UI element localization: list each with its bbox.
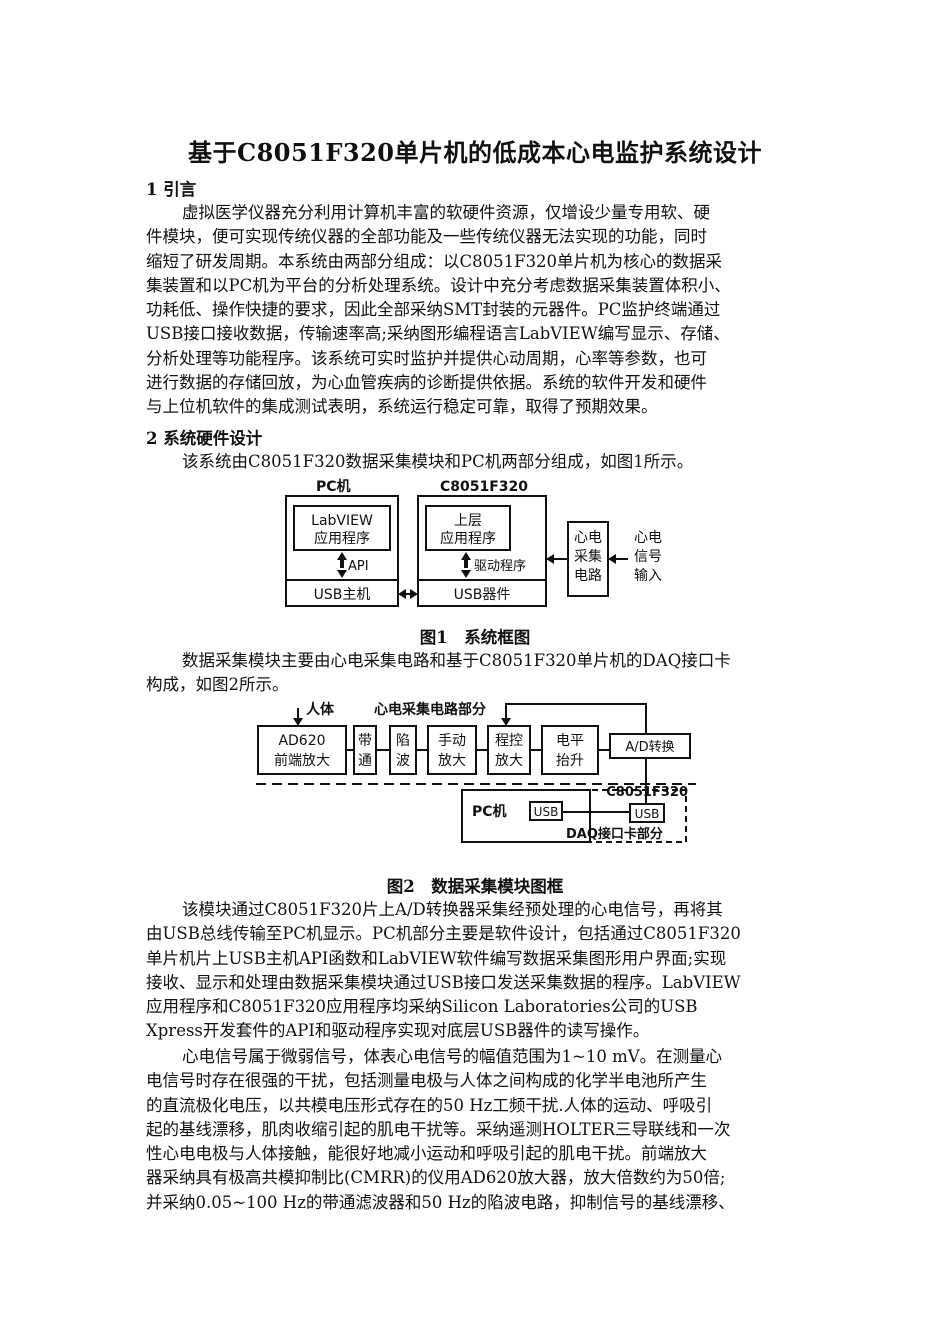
- circuit-part-label: 心电采集电路部分: [374, 701, 486, 718]
- manual-amp-label-2: 放大: [438, 753, 466, 769]
- usb-host-label: USB主机: [314, 587, 371, 603]
- prog-amp-label-2: 放大: [495, 753, 523, 769]
- usb-device-label: USB器件: [454, 587, 511, 603]
- text-line: 集装置和以PC机为平台的分析处理系统。设计中充分考虑数据采集装置体积小、: [146, 275, 731, 295]
- text-line: 功耗低、操作快捷的要求，因此全部采纳SMT封装的元器件。PC监护终端通过: [146, 300, 721, 320]
- text-line: 心电信号属于微弱信号，体表心电信号的幅值范围为1~10 mV。在测量心: [182, 1047, 723, 1066]
- text-line: 单片机片上USB主机API函数和LabVIEW软件编写数据采集图形用户界面;实现: [146, 948, 727, 968]
- figure-2-caption: 图2 数据采集模块图框: [386, 877, 564, 896]
- text-line: 器采纳具有极高共模抑制比(CMRR)的仪用AD620放大器，放大倍数约为50倍;: [146, 1168, 726, 1188]
- level-up-label-2: 抬升: [556, 753, 584, 769]
- usb-right-label: USB: [635, 807, 660, 821]
- text-line: 构成，如图2所示。: [146, 675, 289, 695]
- pc-label: PC机: [316, 478, 351, 495]
- text-line: 进行数据的存储回放，为心血管疾病的诊断提供依据。系统的软件开发和硬件: [146, 373, 707, 393]
- api-label: API: [348, 559, 369, 574]
- pc-box: [285, 495, 399, 607]
- ecg-circuit-label-1: 心电: [574, 530, 602, 546]
- text-line: USB接口接收数据，传输速率高;采纳图形编程语言LabVIEW编写显示、存储、: [146, 324, 730, 344]
- text-line: 并采纳0.05~100 Hz的带通滤波器和50 Hz的陷波电路，抑制信号的基线漂…: [146, 1192, 735, 1212]
- text-line: 的直流极化电压，以共模电压形式存在的50 Hz工频干扰.人体的运动、呼吸引: [146, 1095, 713, 1115]
- manual-amp-label-1: 手动: [438, 733, 466, 749]
- text-line: 该模块通过C8051F320片上A/D转换器采集经预处理的心电信号，再将其: [182, 900, 723, 919]
- mcu-label: C8051F320: [606, 785, 688, 800]
- bandpass-label-2: 通: [358, 753, 372, 769]
- intro-paragraph: 虚拟医学仪器充分利用计算机丰富的软硬件资源，仅增设少量专用软、硬 件模块，便可实…: [146, 201, 806, 420]
- paper-title: 基于C8051F320单片机的低成本心电监护系统设计: [187, 138, 763, 167]
- text-line: Xpress开发套件的API和驱动程序实现对底层USB器件的读写操作。: [146, 1021, 650, 1041]
- figure-2-daq-block-diagram: 人体 心电采集电路部分 AD620 前端放大 带 通 陷 波 手动 放大 程控 …: [256, 701, 696, 843]
- labview-app-box: [293, 505, 391, 551]
- pc-label: PC机: [472, 803, 507, 820]
- ecg-circuit-label-3: 电路: [574, 568, 602, 584]
- labview-app-label-1: LabVIEW: [311, 513, 373, 529]
- level-up-label-1: 电平: [556, 733, 584, 749]
- driver-label: 驱动程序: [474, 559, 526, 574]
- section-heading-intro: 1 引言: [146, 180, 197, 199]
- notch-label-1: 陷: [396, 733, 410, 749]
- text-line: 分析处理等功能程序。该系统可实时监护并提供心动周期，心率等参数，也可: [146, 348, 707, 368]
- human-label: 人体: [306, 701, 335, 718]
- ecg-circuit-label-2: 采集: [574, 548, 602, 565]
- ecg-input-label-3: 输入: [634, 568, 662, 584]
- text-line: 性心电电极与人体接触，能很好地减小运动和呼吸引起的肌电干扰。前端放大: [146, 1144, 707, 1164]
- module-paragraph: 该模块通过C8051F320片上A/D转换器采集经预处理的心电信号，再将其 由U…: [146, 898, 806, 1044]
- ecg-input-label-2: 信号: [634, 549, 662, 565]
- ecg-input-label-1: 心电: [634, 530, 662, 546]
- ad620-label-1: AD620: [278, 733, 325, 749]
- text-line: 该系统由C8051F320数据采集模块和PC机两部分组成，如图1所示。: [182, 452, 694, 471]
- text-line: 件模块，便可实现传统仪器的全部功能及一些传统仪器无法实现的功能，同时: [146, 227, 707, 247]
- figure-1-system-block-diagram: PC机 C8051F320 LabVIEW 应用程序 上层 应用程序 API 驱…: [285, 478, 662, 607]
- ad620-label-2: 前端放大: [274, 752, 330, 769]
- daq-part-label: DAQ接口卡部分: [566, 826, 663, 842]
- mcu-label: C8051F320: [440, 479, 528, 495]
- notch-label-2: 波: [396, 753, 410, 769]
- text-line: 虚拟医学仪器充分利用计算机丰富的软硬件资源，仅增设少量专用软、硬: [182, 203, 710, 222]
- hardware-intro-paragraph: 该系统由C8051F320数据采集模块和PC机两部分组成，如图1所示。: [146, 450, 806, 474]
- adc-box: [609, 733, 691, 759]
- labview-app-label-2: 应用程序: [314, 530, 370, 547]
- ecg-signal-paragraph: 心电信号属于微弱信号，体表心电信号的幅值范围为1~10 mV。在测量心 电信号时…: [146, 1045, 806, 1215]
- prog-amp-label-1: 程控: [495, 733, 523, 749]
- bandpass-label-1: 带: [358, 733, 372, 749]
- text-line: 应用程序和C8051F320应用程序均采纳Silicon Laboratorie…: [146, 997, 698, 1017]
- upper-app-box: [425, 505, 511, 551]
- mcu-box: [417, 495, 547, 607]
- section-heading-hardware: 2 系统硬件设计: [146, 429, 263, 448]
- text-line: 接收、显示和处理由数据采集模块通过USB接口发送采集数据的程序。LabVIEW: [146, 972, 741, 992]
- adc-label: A/D转换: [625, 740, 674, 755]
- pc-box: [461, 789, 591, 843]
- text-line: 电信号时存在很强的干扰，包括测量电极与人体之间构成的化学半电池所产生: [146, 1071, 707, 1091]
- text-line: 起的基线漂移，肌肉收缩引起的肌电干扰等。采纳遥测HOLTER三导联线和一次: [146, 1119, 731, 1139]
- text-line: 由USB总线传输至PC机显示。PC机部分主要是软件设计，包括通过C8051F32…: [146, 924, 741, 944]
- figure-1-caption: 图1 系统框图: [419, 628, 531, 647]
- text-line: 缩短了研发周期。本系统由两部分组成：以C8051F320单片机为核心的数据采: [146, 251, 723, 271]
- usb-left-label: USB: [534, 805, 559, 819]
- upper-app-label-2: 应用程序: [440, 530, 496, 547]
- fig2-intro-paragraph: 数据采集模块主要由心电采集电路和基于C8051F320单片机的DAQ接口卡 构成…: [146, 649, 806, 698]
- upper-app-label-1: 上层: [454, 513, 482, 529]
- text-line: 数据采集模块主要由心电采集电路和基于C8051F320单片机的DAQ接口卡: [182, 651, 731, 670]
- text-line: 与上位机软件的集成测试表明，系统运行稳定可靠，取得了预期效果。: [146, 397, 658, 417]
